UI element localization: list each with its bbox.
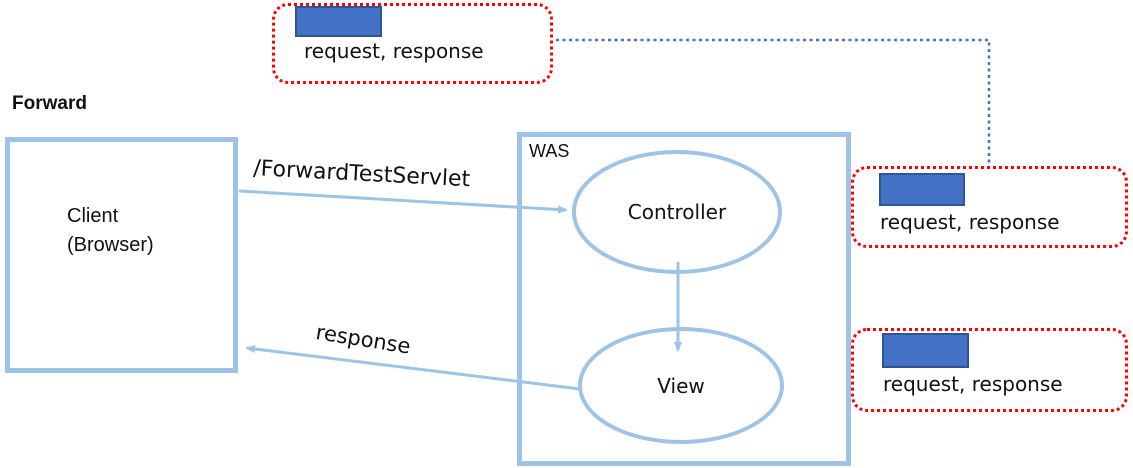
blue-rectangle-swatch-icon xyxy=(882,333,969,368)
note-request-response-top: request, response xyxy=(272,3,553,84)
client-browser-box: Client (Browser) xyxy=(5,137,238,373)
view-node-label: View xyxy=(657,373,705,398)
note-request-response-bottom: request, response xyxy=(851,328,1128,412)
blue-rectangle-swatch-icon xyxy=(295,6,382,37)
response-arrow-label: response xyxy=(314,320,413,359)
note-request-response-middle: request, response xyxy=(851,166,1128,248)
controller-node: Controller xyxy=(572,150,782,274)
client-box-label: Client (Browser) xyxy=(67,202,154,260)
blue-rectangle-swatch-icon xyxy=(879,173,965,206)
note-label: request, response xyxy=(880,210,1060,234)
note-label: request, response xyxy=(883,372,1063,396)
controller-node-label: Controller xyxy=(627,200,727,224)
diagram-title: Forward xyxy=(12,93,87,114)
forward-request-arrow-label: /ForwardTestServlet xyxy=(252,156,471,193)
was-box-label: WAS xyxy=(529,141,570,161)
view-node: View xyxy=(578,327,784,444)
client-label-line1: Client xyxy=(67,205,119,227)
client-label-line2: (Browser) xyxy=(67,234,154,256)
note-label: request, response xyxy=(304,39,484,63)
